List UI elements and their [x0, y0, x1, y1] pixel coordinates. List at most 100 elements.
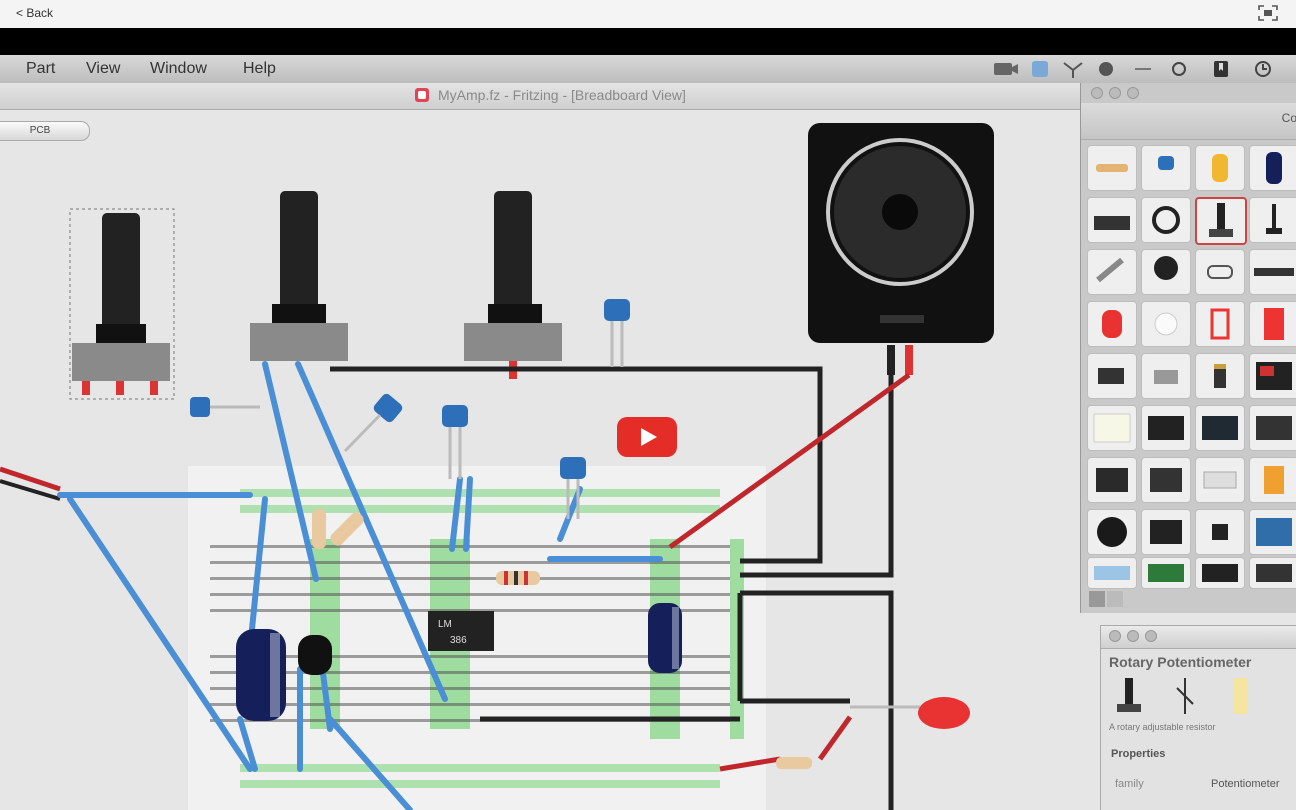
- switch-icon: [1154, 370, 1178, 384]
- minus-icon[interactable]: [1133, 60, 1153, 78]
- bin-part-cap-yellow[interactable]: [1195, 145, 1245, 191]
- capacitor-icon: [1158, 156, 1174, 170]
- bin-part-led-red[interactable]: [1087, 301, 1137, 347]
- bin-part-switch[interactable]: [1141, 353, 1191, 399]
- bin-view-toggle-icon[interactable]: [1089, 591, 1125, 609]
- fiber-icon: [1094, 566, 1130, 580]
- bin-part-dark[interactable]: [1249, 557, 1296, 589]
- bookmark-icon[interactable]: [1212, 60, 1230, 78]
- menu-help[interactable]: Help: [243, 60, 276, 77]
- potentiometer-2[interactable]: [250, 191, 348, 361]
- electrolytic-capacitor[interactable]: [236, 603, 682, 721]
- bin-close-button[interactable]: [1091, 87, 1103, 99]
- play-icon[interactable]: [617, 417, 677, 457]
- bin-part-square[interactable]: [1195, 509, 1245, 555]
- bin-part-round[interactable]: [1087, 509, 1137, 555]
- dark-part-icon: [1256, 564, 1292, 582]
- seven-segment-red-icon: [1264, 308, 1284, 340]
- video-frame[interactable]: Part View Window Help MyAmp.fz - Fritzin…: [0, 55, 1296, 810]
- inspector-titlebar: [1101, 626, 1296, 649]
- wires-black: [330, 366, 894, 810]
- fritzing-doc-icon: [415, 88, 429, 102]
- ic-chip[interactable]: LM 386: [428, 611, 494, 651]
- menu-window[interactable]: Window: [150, 60, 207, 77]
- bin-part-ic[interactable]: [1195, 557, 1245, 589]
- wires-red: [0, 372, 911, 772]
- video-letterbox: [0, 28, 1296, 55]
- antenna-icon[interactable]: [1062, 60, 1084, 78]
- bin-minimize-button[interactable]: [1109, 87, 1121, 99]
- menu-part[interactable]: Part: [26, 60, 56, 77]
- bin-part-buzzer[interactable]: [1141, 249, 1191, 295]
- bin-part-arduino[interactable]: [1249, 509, 1296, 555]
- transistor[interactable]: [298, 635, 332, 675]
- bin-part-slide-pot[interactable]: [1249, 197, 1296, 243]
- fullscreen-icon[interactable]: [1258, 5, 1278, 21]
- breadboard-canvas[interactable]: LM 386: [0, 109, 1080, 810]
- bin-part-potentiometer[interactable]: [1195, 197, 1247, 245]
- potentiometer-icon: [1117, 678, 1141, 712]
- inspector-close-button[interactable]: [1109, 630, 1121, 642]
- tantalum-icon: [1212, 154, 1228, 182]
- bin-part-ceramic-cap[interactable]: [1141, 145, 1191, 191]
- bin-part-xbee[interactable]: [1087, 457, 1137, 503]
- bin-part-battery[interactable]: [1087, 353, 1137, 399]
- bin-part-board[interactable]: [1249, 353, 1296, 399]
- breadboard-grid: [210, 545, 730, 722]
- camera-icon[interactable]: [993, 60, 1019, 78]
- bin-part-battery-pack[interactable]: [1195, 353, 1245, 399]
- battery-pack-icon: [1214, 364, 1226, 388]
- bin-part-breadboard[interactable]: [1087, 405, 1137, 451]
- menu-view[interactable]: View: [86, 60, 121, 77]
- bin-part-fiber[interactable]: [1087, 557, 1137, 589]
- bin-part-electrolytic[interactable]: [1249, 145, 1296, 191]
- potentiometer-1[interactable]: [69, 208, 175, 400]
- resistor[interactable]: [312, 509, 812, 769]
- seven-segment-icon: [1210, 308, 1230, 340]
- bin-part-shield[interactable]: [1249, 405, 1296, 451]
- bin-part-motor[interactable]: [1141, 509, 1191, 555]
- bin-part-7seg-red[interactable]: [1249, 301, 1296, 347]
- bin-part-sensor[interactable]: [1087, 197, 1137, 243]
- chip-label-1: LM: [438, 619, 452, 630]
- speaker-icon[interactable]: [808, 123, 994, 375]
- inspector-minimize-button[interactable]: [1127, 630, 1139, 642]
- bin-part-orange[interactable]: [1249, 457, 1296, 503]
- bin-part-lcd[interactable]: [1141, 405, 1191, 451]
- slide-pot-icon: [1266, 204, 1282, 234]
- bin-part-knob[interactable]: [1141, 197, 1191, 243]
- inspector-previews: [1117, 678, 1247, 714]
- potentiometer-3[interactable]: [464, 191, 562, 379]
- bin-part-header[interactable]: [1249, 249, 1296, 295]
- bin-part-crystal[interactable]: [1087, 249, 1137, 295]
- sync-icon[interactable]: [1170, 60, 1188, 78]
- bin-part-led-white[interactable]: [1141, 301, 1191, 347]
- pcb-icon: [1233, 678, 1247, 714]
- inspector-part-title: Rotary Potentiometer: [1109, 654, 1252, 670]
- bin-part-resistor[interactable]: [1087, 145, 1137, 191]
- tab-pcb[interactable]: PCB: [0, 121, 90, 141]
- history-icon[interactable]: [1254, 60, 1272, 78]
- inspector-family-value[interactable]: Potentiometer: [1211, 778, 1280, 790]
- back-link[interactable]: < Back: [16, 6, 54, 20]
- shield-icon: [1256, 416, 1292, 440]
- wire-black-input: [0, 479, 61, 501]
- bin-part-7seg[interactable]: [1195, 301, 1245, 347]
- orange-part-icon: [1264, 466, 1284, 494]
- bin-part-module[interactable]: [1195, 405, 1245, 451]
- bin-part-green-board[interactable]: [1141, 557, 1191, 589]
- finder-icon[interactable]: [1031, 60, 1049, 78]
- led-icon: [1102, 310, 1122, 338]
- evernote-icon[interactable]: [1097, 60, 1115, 78]
- resistor-icon: [1096, 164, 1128, 172]
- inspector-zoom-button[interactable]: [1145, 630, 1157, 642]
- bin-part-fuse[interactable]: [1195, 249, 1245, 295]
- window-titlebar: MyAmp.fz - Fritzing - [Breadboard View]: [0, 83, 1080, 110]
- bin-tab-core[interactable]: Co: [1281, 111, 1296, 125]
- bin-part-relay[interactable]: [1195, 457, 1245, 503]
- led[interactable]: [850, 697, 970, 729]
- bin-zoom-button[interactable]: [1127, 87, 1139, 99]
- bin-part-rtc[interactable]: [1141, 457, 1191, 503]
- ceramic-capacitor[interactable]: [190, 299, 630, 519]
- buzzer-icon: [1154, 256, 1178, 280]
